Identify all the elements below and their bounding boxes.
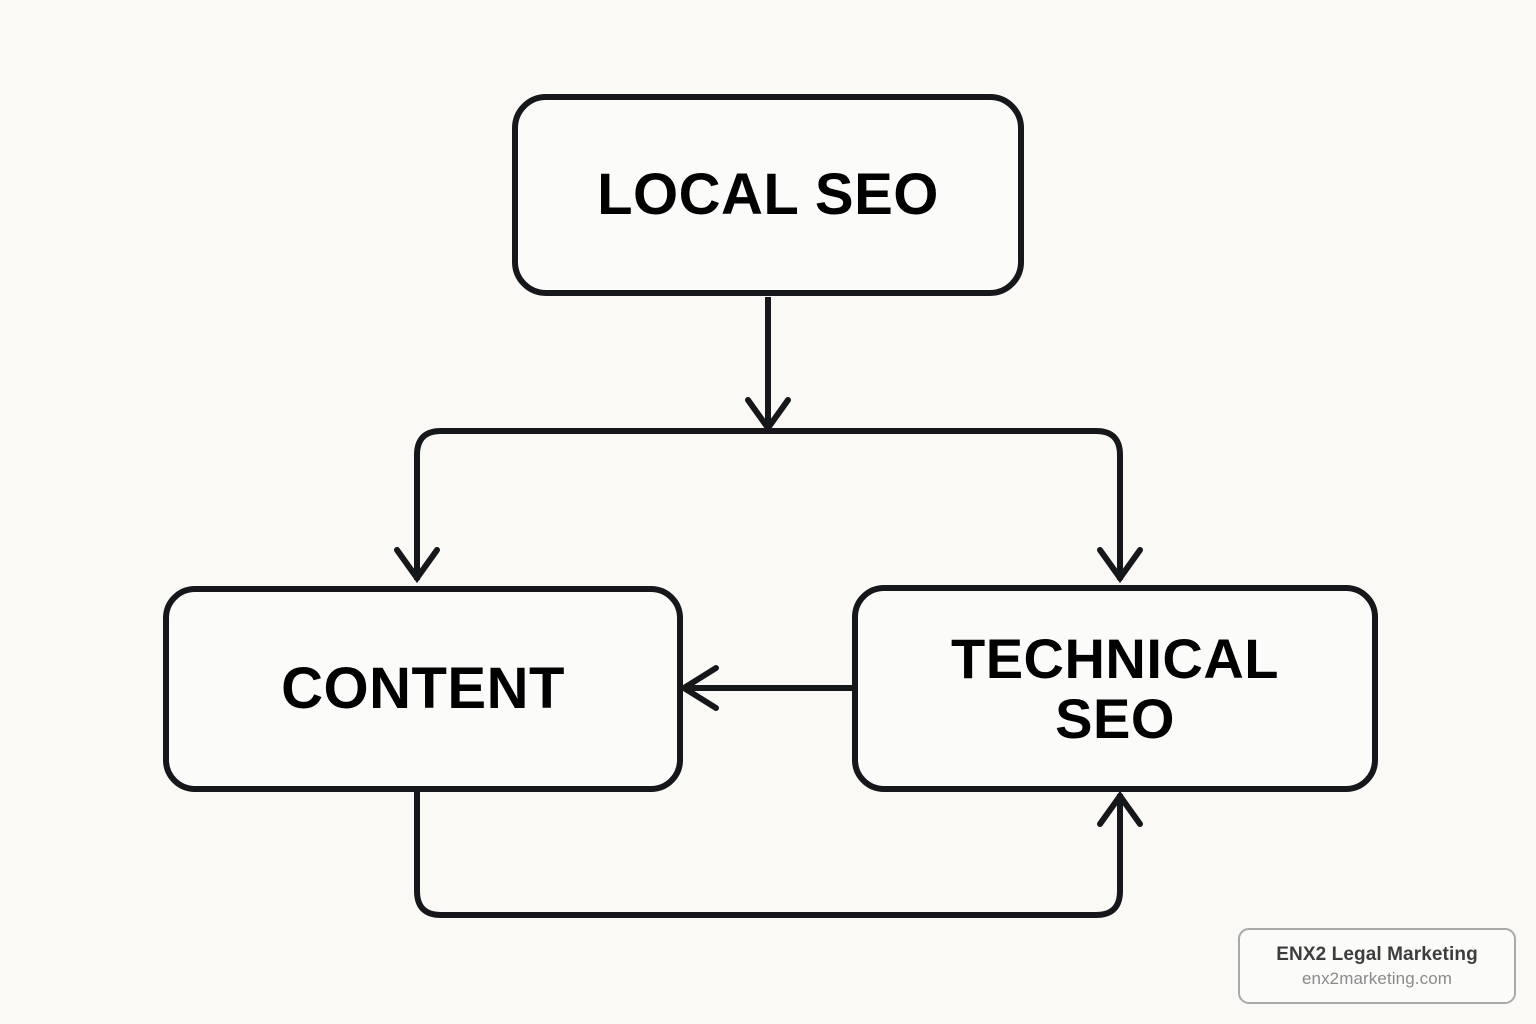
arrowhead-feedback-to-technical-seo [1097,790,1143,827]
arrowhead-split-to-technical-seo [1097,547,1143,584]
edge-split-bar [414,428,1123,580]
node-technical-seo-label: TECHNICAL SEO [950,627,1280,750]
node-technical-seo[interactable]: TECHNICAL SEO [852,585,1378,792]
node-content[interactable]: CONTENT [163,586,683,792]
arrowhead-technical-seo-to-content [678,665,719,711]
node-local-seo-label: LOCAL SEO [597,162,939,228]
node-local-seo[interactable]: LOCAL SEO [512,94,1024,296]
edge-content-to-technical-seo-feedback [414,792,1123,918]
arrowhead-split-to-content [394,547,440,584]
watermark-url: enx2marketing.com [1301,968,1453,988]
watermark-title: ENX2 Legal Marketing [1276,943,1478,965]
watermark-badge: ENX2 Legal Marketing enx2marketing.com [1238,928,1516,1004]
node-content-label: CONTENT [281,656,565,722]
